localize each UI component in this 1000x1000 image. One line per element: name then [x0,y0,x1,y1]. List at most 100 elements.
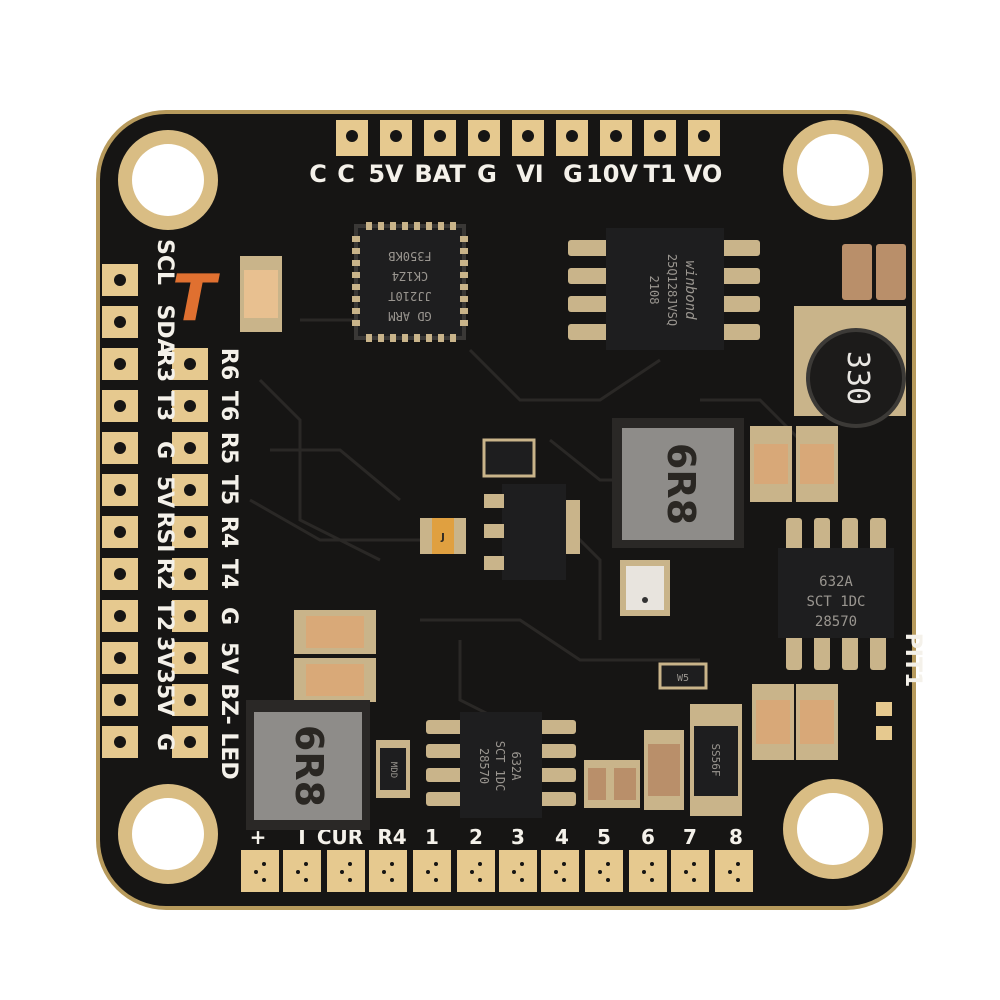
top-pad-label: T1 [643,160,676,188]
regulator-marking-line: 28570 [477,748,491,784]
solder-pad [644,120,676,156]
small-transistor: W5 [658,662,708,690]
regulator-marking-line: SCT 1DC [493,741,507,792]
solder-pad [172,684,208,716]
solder-pad [102,516,138,548]
mcu-marking-line: GD ARM [388,309,431,323]
solder-pad [102,684,138,716]
bottom-pad-label: R4 [377,825,406,849]
top-pad-label: G [563,160,583,188]
left-inner-pad-label: LED [216,732,241,779]
left-outer-pad-label: R3 [152,350,177,382]
top-pad-row [336,120,720,156]
bottom-pad-label: 6 [641,825,655,849]
solder-pad [172,474,208,506]
diode-marking: SS56F [709,743,722,776]
left-outer-pad-label: G [152,733,177,751]
bottom-pad-label: I [298,825,305,849]
tantalum-marking: J [440,532,445,543]
solder-pad [369,850,407,892]
bottom-pad-label: 7 [683,825,697,849]
top-pad-label: 10V [586,160,638,188]
bottom-pad-label: 1 [425,825,439,849]
solder-pad [413,850,451,892]
left-inner-pad-label: G [216,607,241,625]
left-outer-pad-label: SCL [152,239,177,285]
solder-pad [102,474,138,506]
inductor-bottom-left: 6R8 [246,700,370,830]
bottom-pad-label: 4 [555,825,569,849]
regulator-marking-line: 28570 [815,614,857,630]
diode-bottom-right: SS56F [690,704,742,816]
solder-pad [102,558,138,590]
solder-pad [457,850,495,892]
left-outer-pad-label: 5V [152,476,177,508]
left-inner-pad-label: T4 [216,559,241,589]
left-inner-pad-label: BZ- [216,683,241,724]
capacitor-stack-left [294,610,376,702]
solder-pad [102,726,138,758]
solder-pad [541,850,579,892]
flash-marking-date: 2108 [647,276,661,305]
bottom-pad-label: + [250,825,267,849]
solder-pad [102,390,138,422]
mounting-hole-top-right [783,120,883,220]
diode-marking: MDD [388,762,398,778]
left-inner-pad-label: 5V [216,642,241,674]
mounting-hole-top-left [118,130,218,230]
tantalum-capacitor: J [420,518,466,554]
top-pad-label: G [477,160,497,188]
solder-pad [499,850,537,892]
solder-pad [688,120,720,156]
left-outer-pad-label: SDA [152,304,177,355]
regulator-chip-bottom: 632A SCT 1DC 28570 [426,712,576,818]
solder-pad [424,120,456,156]
solder-pad [380,120,412,156]
regulator-marking-line: 632A [819,574,853,590]
bottom-pad-label: 5 [597,825,611,849]
regulator-marking-line: SCT 1DC [806,594,865,610]
left-inner-pad-label: R4 [216,516,241,548]
inductor-marking: 6R8 [287,725,331,807]
solder-pad [102,348,138,380]
mcu-chip: GD ARM JJ210T CK1Z4 F350KB [352,222,468,342]
capacitor-upper-left [240,256,282,332]
solder-pad [283,850,321,892]
inductor-middle: 6R8 [612,418,744,548]
capacitor-pair-bottom-right [752,684,838,760]
inductor-marking: 330 [840,351,875,405]
top-pad-label: C [337,160,355,188]
top-pad-label: BAT [414,160,466,188]
top-pad-label: VO [684,160,723,188]
solder-pad [172,642,208,674]
barometer-sensor [620,560,670,616]
solder-pad [172,558,208,590]
bottom-pad-label: 2 [469,825,483,849]
transistor-marking: W5 [677,673,689,684]
solder-pad [585,850,623,892]
solder-pad [556,120,588,156]
mounting-hole-bottom-left [118,784,218,884]
top-pad-label: C [309,160,327,188]
capacitor-cluster-bottom [584,730,684,810]
left-inner-pad-label: R5 [216,432,241,464]
capacitor-pair-middle-right [750,426,838,502]
left-outer-pad-label: 3V3 [152,636,177,684]
bottom-pad-label: 3 [511,825,525,849]
solder-pad [172,432,208,464]
mcu-marking-line: JJ210T [388,289,431,303]
left-inner-pad-label: T6 [216,391,241,421]
regulator-marking-line: 632A [509,752,523,782]
left-inner-pad-label: R6 [216,348,241,380]
left-outer-pad-label: T3 [152,391,177,421]
solder-pad [629,850,667,892]
mcu-marking-line: F350KB [388,249,431,263]
solder-pad [102,264,138,296]
solder-pad [512,120,544,156]
solder-pad [102,642,138,674]
